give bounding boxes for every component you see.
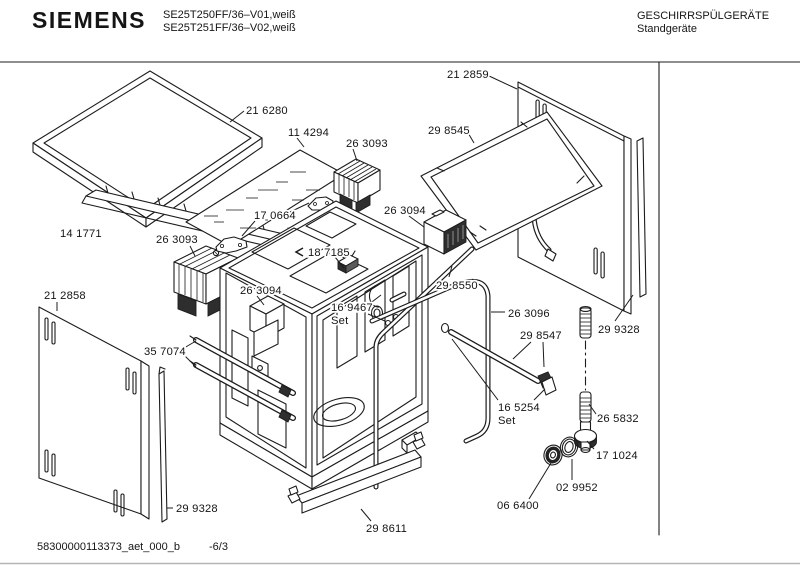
label-module-top: 26 3093	[346, 138, 388, 150]
position-chevron	[294, 247, 304, 257]
label-side-panel-left: 21 2858	[44, 290, 86, 302]
model-numbers: SE25T250FF/36–V01,weiß SE25T251FF/36–V02…	[163, 9, 296, 34]
brand-logo: SIEMENS	[32, 7, 147, 33]
side-panel-left-part	[38, 306, 150, 520]
label-pipe-set-suffix: Set	[498, 415, 516, 427]
label-module-tub: 26 3094	[240, 285, 282, 297]
model-line-2: SE25T251FF/36–V02,weiß	[163, 21, 296, 34]
spray-pipe-part	[440, 322, 557, 396]
label-strip-right: 29 9328	[598, 324, 640, 336]
header-right: GESCHIRRSPÜLGERÄTE Standgeräte	[637, 10, 769, 36]
label-module-left: 26 3093	[156, 234, 198, 246]
rails-part	[189, 335, 296, 423]
label-module-right: 26 3094	[384, 205, 426, 217]
device-type: Standgeräte	[637, 23, 697, 35]
label-rails: 35 7074	[144, 346, 186, 358]
label-worktop: 21 6280	[246, 105, 288, 117]
strip-right-part	[636, 137, 647, 298]
label-hose-set-suffix: Set	[331, 315, 349, 327]
door-gasket-part	[369, 278, 491, 444]
strip-left-part	[158, 366, 168, 523]
module-right-part	[423, 209, 467, 255]
tub-part	[219, 200, 429, 490]
page-number: -6/3	[209, 541, 228, 553]
washer-part	[559, 436, 579, 458]
clip-part	[337, 250, 359, 274]
model-line-1: SE25T250FF/36–V01,weiß	[163, 9, 296, 21]
label-spring: 26 5832	[597, 413, 639, 425]
module-top-part	[333, 158, 381, 214]
module-tub-part	[249, 295, 285, 357]
label-pipe-set: 16 5254	[498, 402, 540, 414]
plinth-part	[287, 431, 426, 514]
document-number: 58300000113373_aet_000_b	[37, 541, 180, 553]
label-door-gasket: 26 3096	[508, 308, 550, 320]
part-labels: 21 6280 11 4294 26 3093 21 2859 29 8545 …	[42, 67, 641, 537]
label-grommet: 06 6400	[497, 500, 539, 512]
label-supply-tube: 29 8550	[436, 280, 478, 292]
product-category: GESCHIRRSPÜLGERÄTE	[637, 10, 770, 22]
label-valve: 17 1024	[596, 450, 638, 462]
label-insulation-sheet: 11 4294	[288, 127, 329, 139]
label-strip-left: 29 9328	[176, 503, 218, 515]
supply-tube-part	[373, 246, 475, 490]
label-bracket: 17 0664	[254, 210, 296, 222]
worktop-part	[32, 70, 263, 228]
label-plinth: 29 8611	[366, 523, 407, 535]
label-back-panel: 21 2859	[447, 69, 489, 81]
label-clip: 18 7185	[308, 247, 350, 259]
label-hose-set: 16 9467	[331, 302, 373, 314]
label-base-frame: 14 1771	[60, 228, 102, 240]
label-spray-pipe: 29 8547	[520, 330, 562, 342]
label-washer: 02 9952	[556, 482, 598, 494]
leader-lines	[56, 74, 634, 522]
grommet-part	[543, 444, 563, 466]
label-cover-panel: 29 8545	[428, 125, 470, 137]
